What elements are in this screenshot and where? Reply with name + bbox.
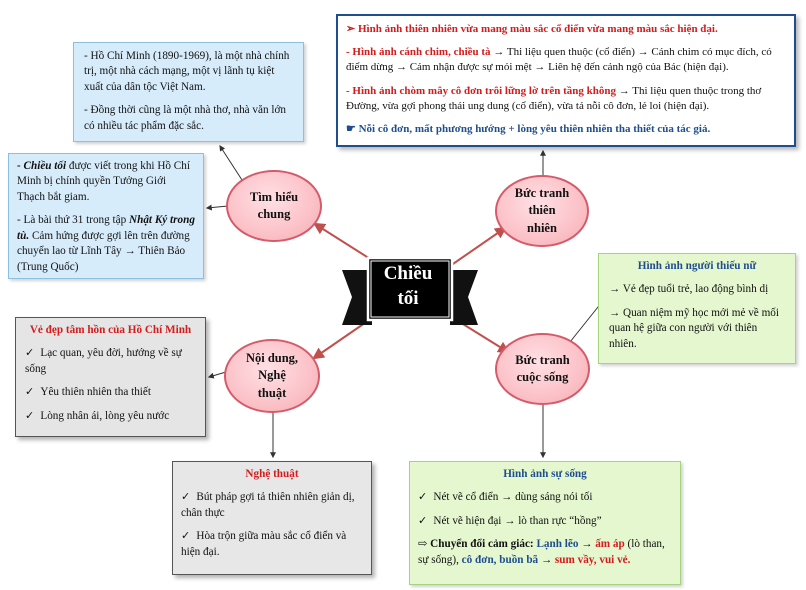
node-label: cuộc sống — [516, 370, 569, 384]
center-title: Chiều tối — [367, 262, 449, 311]
nature-conclusion: ☛ Nỗi cô đơn, mất phương hướng + lòng yê… — [346, 122, 711, 135]
life-box-item: Nét vẽ cổ điển → dùng sáng nói tối — [418, 490, 672, 505]
author-info-text: - Hồ Chí Minh (1890-1969), là một nhà ch… — [84, 50, 290, 93]
shift-label: ⇨ Chuyển đổi cảm giác: — [418, 538, 537, 551]
nature-point-detail: → Thi liệu quen thuộc (cổ điển) → Cánh c… — [346, 46, 772, 74]
shift-mid: (lò than, sự sống), — [418, 538, 665, 566]
nature-point: - Hình ảnh cánh chim, chiều tà → Thi liệ… — [346, 45, 786, 75]
node-label: thiên — [528, 203, 556, 218]
nature-heading: ➢ Hình ảnh thiên nhiên vừa mang màu sắc … — [346, 23, 718, 35]
art-box-title: Nghệ thuật — [245, 468, 299, 480]
work-info-detail: được viết trong khi Hồ Chí Minh bị chính… — [17, 160, 190, 203]
soul-beauty-box: Vẻ đẹp tâm hồn của Hồ Chí Minh Lạc quan,… — [15, 317, 206, 437]
work-info-text: - Là bài thứ 31 trong tập Nhật Ký trong … — [17, 213, 195, 275]
girl-box-text: → Quan niệm mỹ học mới mẻ về mối quan hệ… — [609, 306, 779, 350]
center-title-line2: tối — [397, 287, 419, 309]
arrow-to-soul-box — [207, 371, 227, 379]
nature-point-title: - Hình ảnh cánh chim, chiều tà — [346, 46, 491, 59]
life-image-box: Hình ảnh sự sống Nét vẽ cổ điển → dùng s… — [409, 461, 681, 585]
nature-analysis-box: ➢ Hình ảnh thiên nhiên vừa mang màu sắc … — [336, 14, 796, 147]
shift-joy: sum vầy, vui vẻ. — [554, 553, 631, 566]
nature-point: - Hình ảnh chòm mây cô đơn trôi lững lờ … — [346, 84, 786, 114]
soul-box-title: Vẻ đẹp tâm hồn của Hồ Chí Minh — [29, 324, 192, 336]
shift-cold: Lạnh lẽo — [536, 538, 579, 551]
node-noi-dung-nghe-thuat[interactable]: Nội dung, Nghệ thuật — [224, 339, 320, 413]
arrow-to-thien-nhien — [449, 226, 507, 267]
soul-box-item: Lòng nhân ái, lòng yêu nước — [25, 409, 196, 424]
girl-image-box: Hình ảnh người thiếu nữ → Vẻ đẹp tuổi tr… — [598, 253, 796, 364]
life-box-item: Nét vẽ hiện đại → lò than rực “hồng” — [418, 514, 672, 529]
girl-box-text: → Vẻ đẹp tuổi trẻ, lao động bình dị — [609, 283, 769, 296]
node-label: Tìm hiểu — [249, 189, 299, 204]
node-label: Bức tranh — [514, 185, 570, 200]
shift-arrow: → — [538, 553, 555, 566]
work-info-text: - Chiều tối được viết trong khi Hồ Chí M… — [17, 159, 195, 205]
node-tim-hieu-chung[interactable]: Tìm hiểu chung — [226, 170, 322, 242]
center-title-line1: Chiều — [383, 263, 433, 284]
shift-lonely: cô đơn, buồn bã — [461, 553, 539, 566]
line-to-girl-box — [569, 301, 603, 343]
work-info-detail: Cảm hứng được gợi lên trên đường chuyển … — [17, 229, 190, 273]
node-label: chung — [257, 207, 291, 221]
soul-box-item: Lạc quan, yêu đời, hướng về sự sống — [25, 346, 196, 377]
life-box-title: Hình ảnh sự sống — [503, 468, 587, 480]
life-box-shift: ⇨ Chuyển đổi cảm giác: Lạnh lẽo → ấm áp … — [418, 537, 672, 568]
art-box-item: Hòa trộn giữa màu sắc cổ điển và hiện đạ… — [181, 529, 363, 560]
arrow-to-work-box — [205, 204, 229, 211]
shift-warm: ấm áp — [595, 538, 625, 551]
nature-point-title: - Hình ảnh chòm mây cô đơn trôi lững lờ … — [346, 84, 616, 97]
node-buc-tranh-thien-nhien[interactable]: Bức tranh thiên nhiên — [495, 175, 589, 247]
girl-box-title: Hình ảnh người thiếu nữ — [637, 260, 757, 272]
node-label: Nghệ — [258, 368, 286, 383]
nature-point-detail: → Thi liệu quen thuộc trong thơ Đường, v… — [346, 84, 762, 112]
author-info-text: - Đồng thời cũng là một nhà thơ, nhà văn… — [84, 104, 286, 132]
node-label: nhiên — [527, 220, 557, 235]
collection-title: Nhật Ký trong tù. — [17, 214, 195, 242]
arrow-to-author-box — [219, 144, 243, 181]
arrow-to-tim-hieu — [312, 222, 376, 263]
center-banner — [342, 256, 478, 325]
shift-arrow: → — [578, 538, 596, 551]
work-info-detail: - Là bài thứ 31 trong tập — [17, 214, 130, 227]
art-box-item: Bút pháp gợi tả thiên nhiên giản dị, châ… — [181, 490, 363, 521]
work-info-box: - Chiều tối được viết trong khi Hồ Chí M… — [8, 153, 204, 279]
art-box: Nghệ thuật Bút pháp gợi tả thiên nhiên g… — [172, 461, 372, 575]
node-label: thuật — [257, 385, 287, 400]
soul-box-item: Yêu thiên nhiên tha thiết — [25, 385, 196, 400]
node-label: Bức tranh — [515, 352, 570, 367]
node-label: Nội dung, — [245, 350, 299, 365]
work-title: - Chiều tối — [17, 160, 67, 172]
author-info-box: - Hồ Chí Minh (1890-1969), là một nhà ch… — [73, 42, 304, 142]
node-buc-tranh-cuoc-song[interactable]: Bức tranh cuộc sống — [495, 333, 590, 405]
